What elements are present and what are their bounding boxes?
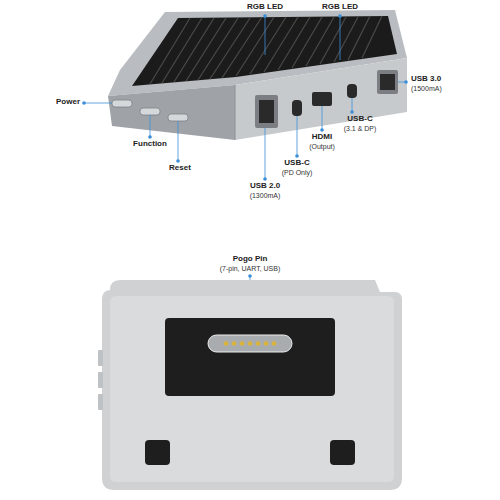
device-front-face (235, 58, 407, 140)
side-buttons (98, 350, 103, 410)
part-spec: (Output) (309, 143, 335, 151)
part-label: HDMI (312, 133, 332, 142)
device-back-panel (110, 296, 394, 482)
part-label: Function (133, 140, 167, 149)
part-label: USB-C (347, 115, 372, 124)
contact-pad (165, 318, 335, 396)
part-label: RGB LED (322, 3, 358, 12)
part-spec: (7-pin, UART, USB) (220, 265, 281, 273)
part-label: USB 2.0 (250, 182, 280, 191)
part-label: USB-C (284, 159, 309, 168)
part-spec: (3.1 & DP) (344, 125, 377, 133)
part-spec: (PD Only) (282, 169, 313, 177)
pogo-pin-housing (208, 335, 292, 352)
part-label: Power (56, 98, 80, 107)
part-label: USB 3.0 (411, 75, 441, 84)
part-label: Pogo Pin (233, 255, 268, 264)
part-label: Reset (169, 164, 191, 173)
device-back (102, 280, 402, 490)
part-spec: (1500mA) (411, 85, 442, 93)
pogo-pins (224, 341, 277, 346)
part-spec: (1300mA) (250, 192, 281, 200)
device-left-face (108, 85, 235, 140)
rubber-foot (145, 440, 170, 465)
rubber-foot (330, 440, 355, 465)
part-label: RGB LED (247, 3, 283, 12)
leader-dots (82, 14, 408, 278)
ports (255, 70, 398, 128)
